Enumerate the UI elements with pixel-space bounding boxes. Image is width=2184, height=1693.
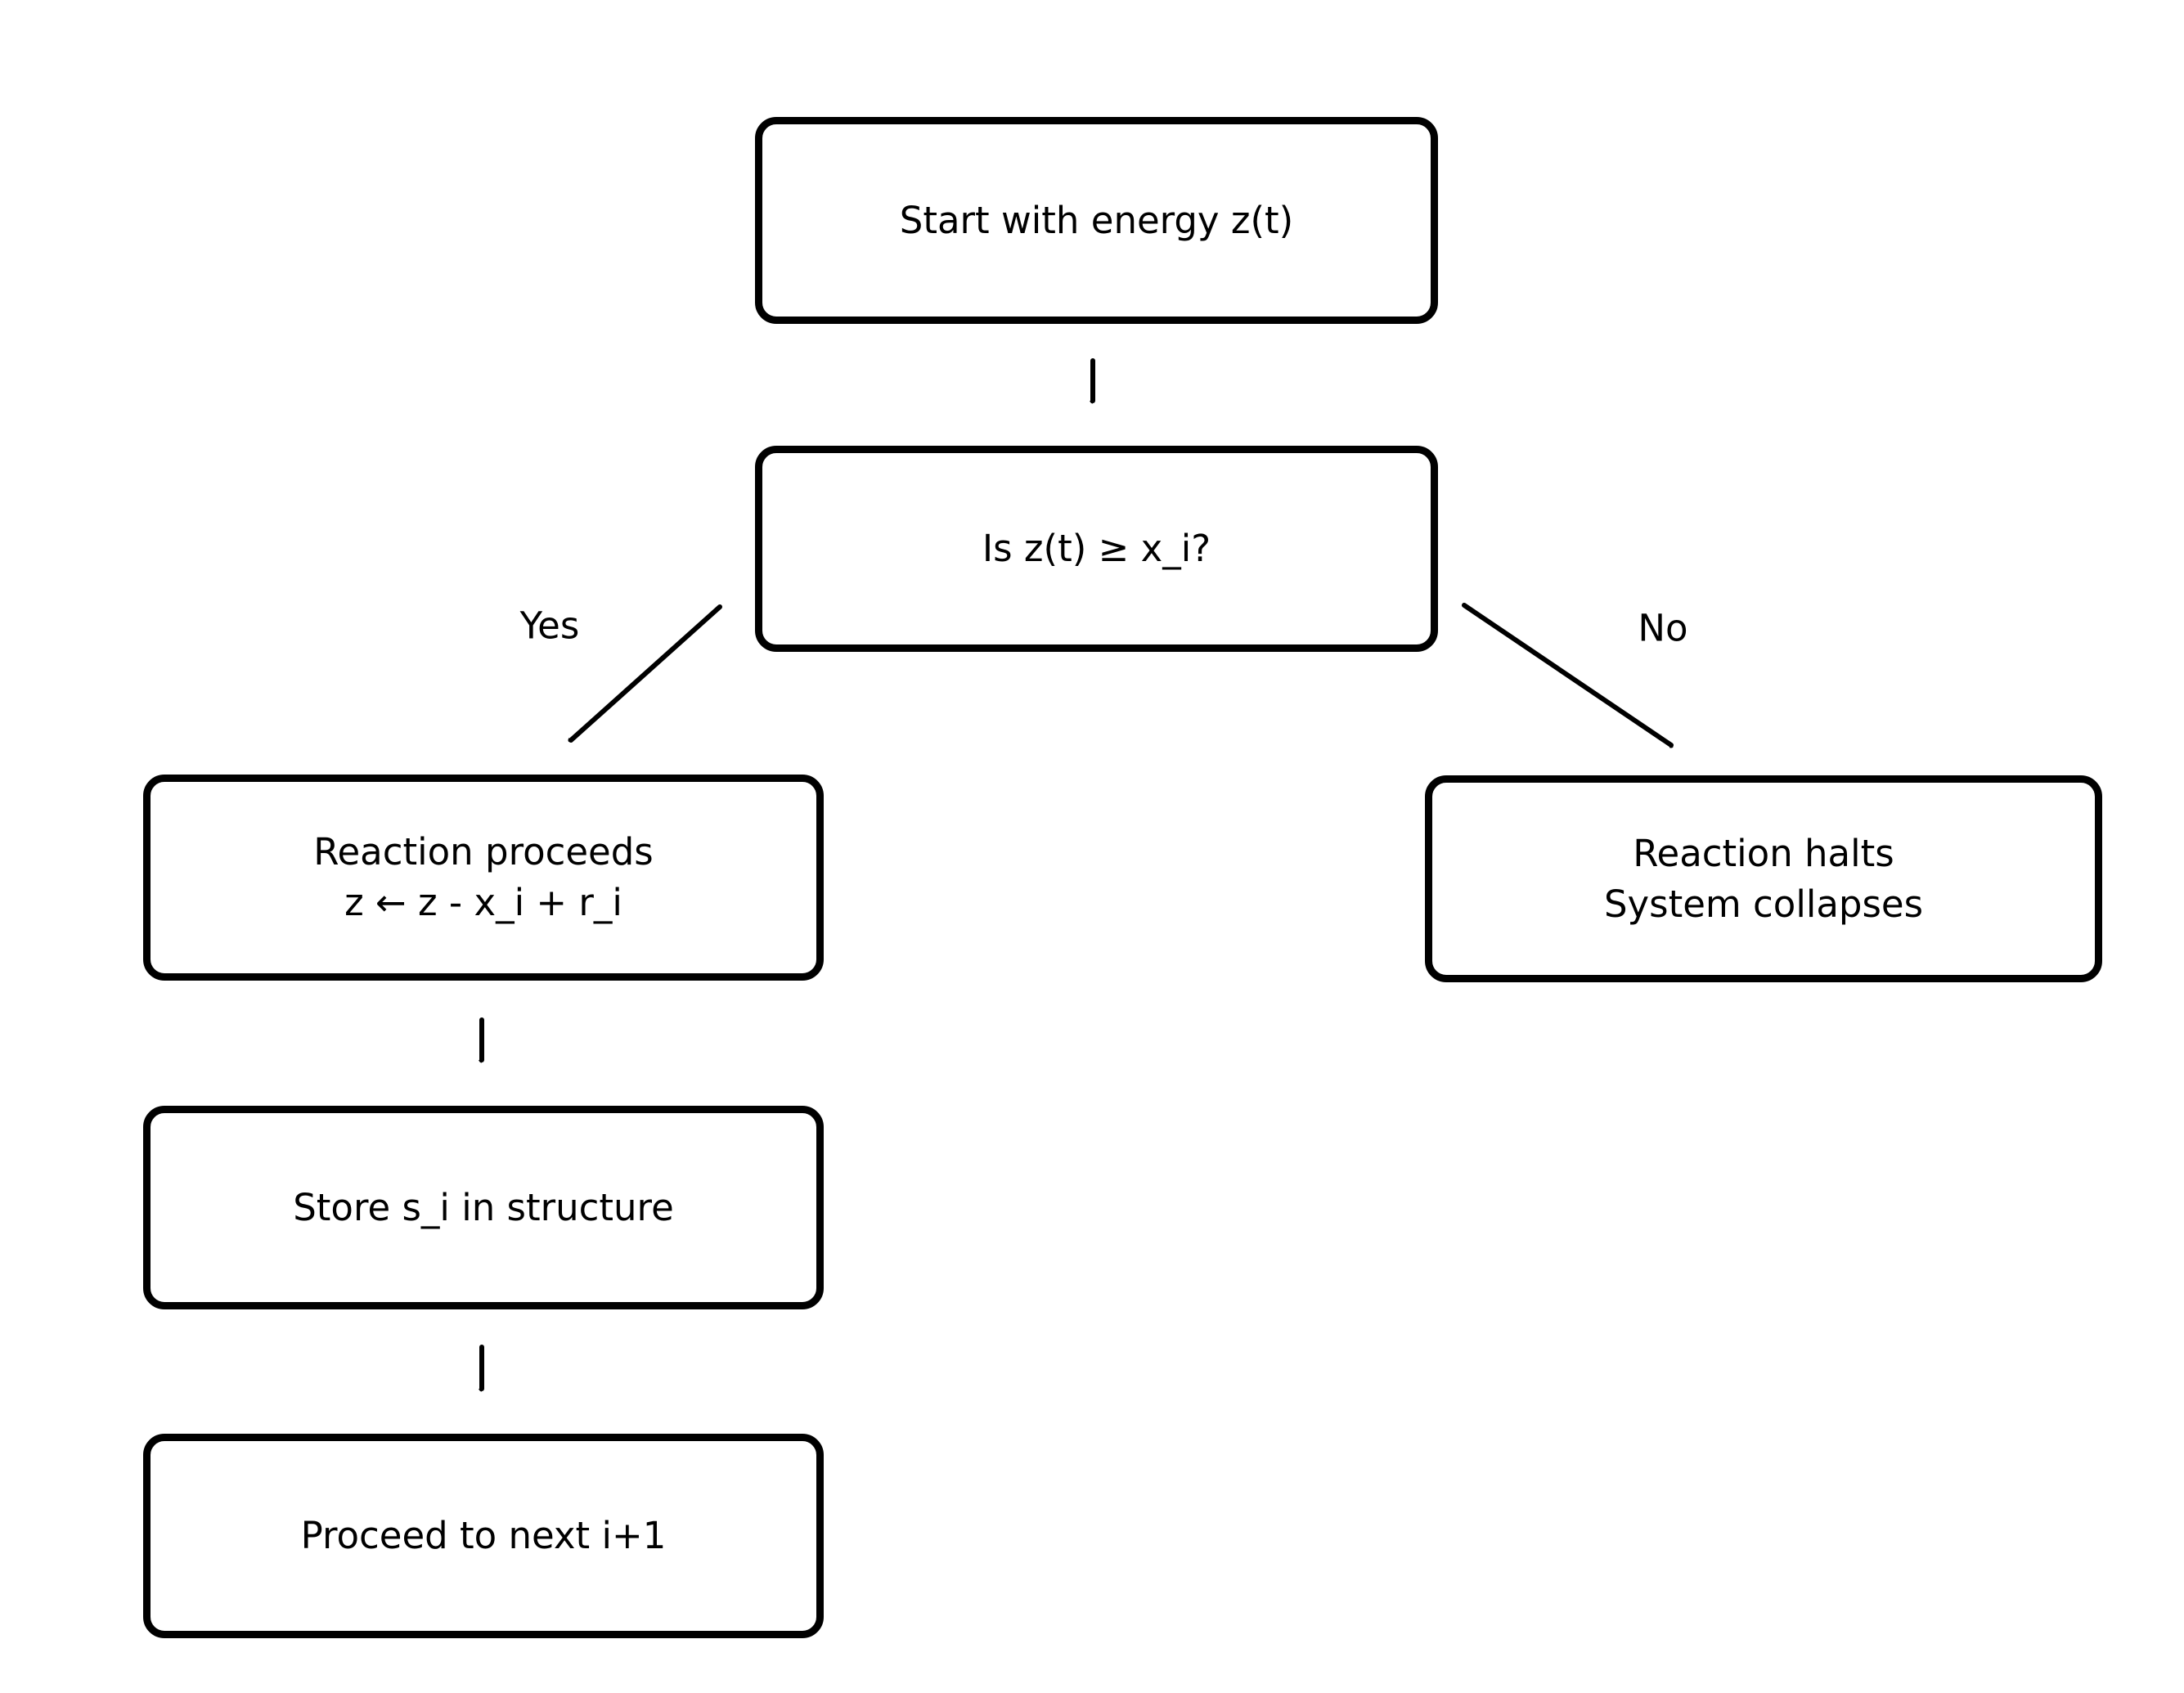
node-reaction-proceeds: Reaction proceeds z ← z - x_i + r_i: [143, 775, 824, 981]
node-reaction-halts-line1: Reaction halts: [1633, 831, 1894, 875]
node-store-label: Store s_i in structure: [293, 1185, 674, 1229]
node-reaction-halts-line2: System collapses: [1603, 882, 1924, 926]
edge-label-no: No: [1638, 606, 1688, 650]
node-next: Proceed to next i+1: [143, 1434, 824, 1638]
node-start-label: Start with energy z(t): [899, 198, 1294, 242]
node-reaction-proceeds-line1: Reaction proceeds: [313, 830, 654, 873]
arrow-no-decision-to-halts: [1462, 603, 1671, 745]
node-reaction-halts: Reaction halts System collapses: [1425, 775, 2102, 982]
node-decision-label: Is z(t) ≥ x_i?: [982, 527, 1211, 570]
node-store: Store s_i in structure: [143, 1106, 824, 1309]
node-reaction-proceeds-line2: z ← z - x_i + r_i: [344, 881, 622, 924]
node-next-label: Proceed to next i+1: [300, 1514, 667, 1557]
node-decision: Is z(t) ≥ x_i?: [755, 446, 1438, 652]
arrow-yes-decision-to-proceeds: [571, 604, 722, 740]
node-start: Start with energy z(t): [755, 117, 1438, 324]
edge-label-yes: Yes: [519, 604, 580, 648]
